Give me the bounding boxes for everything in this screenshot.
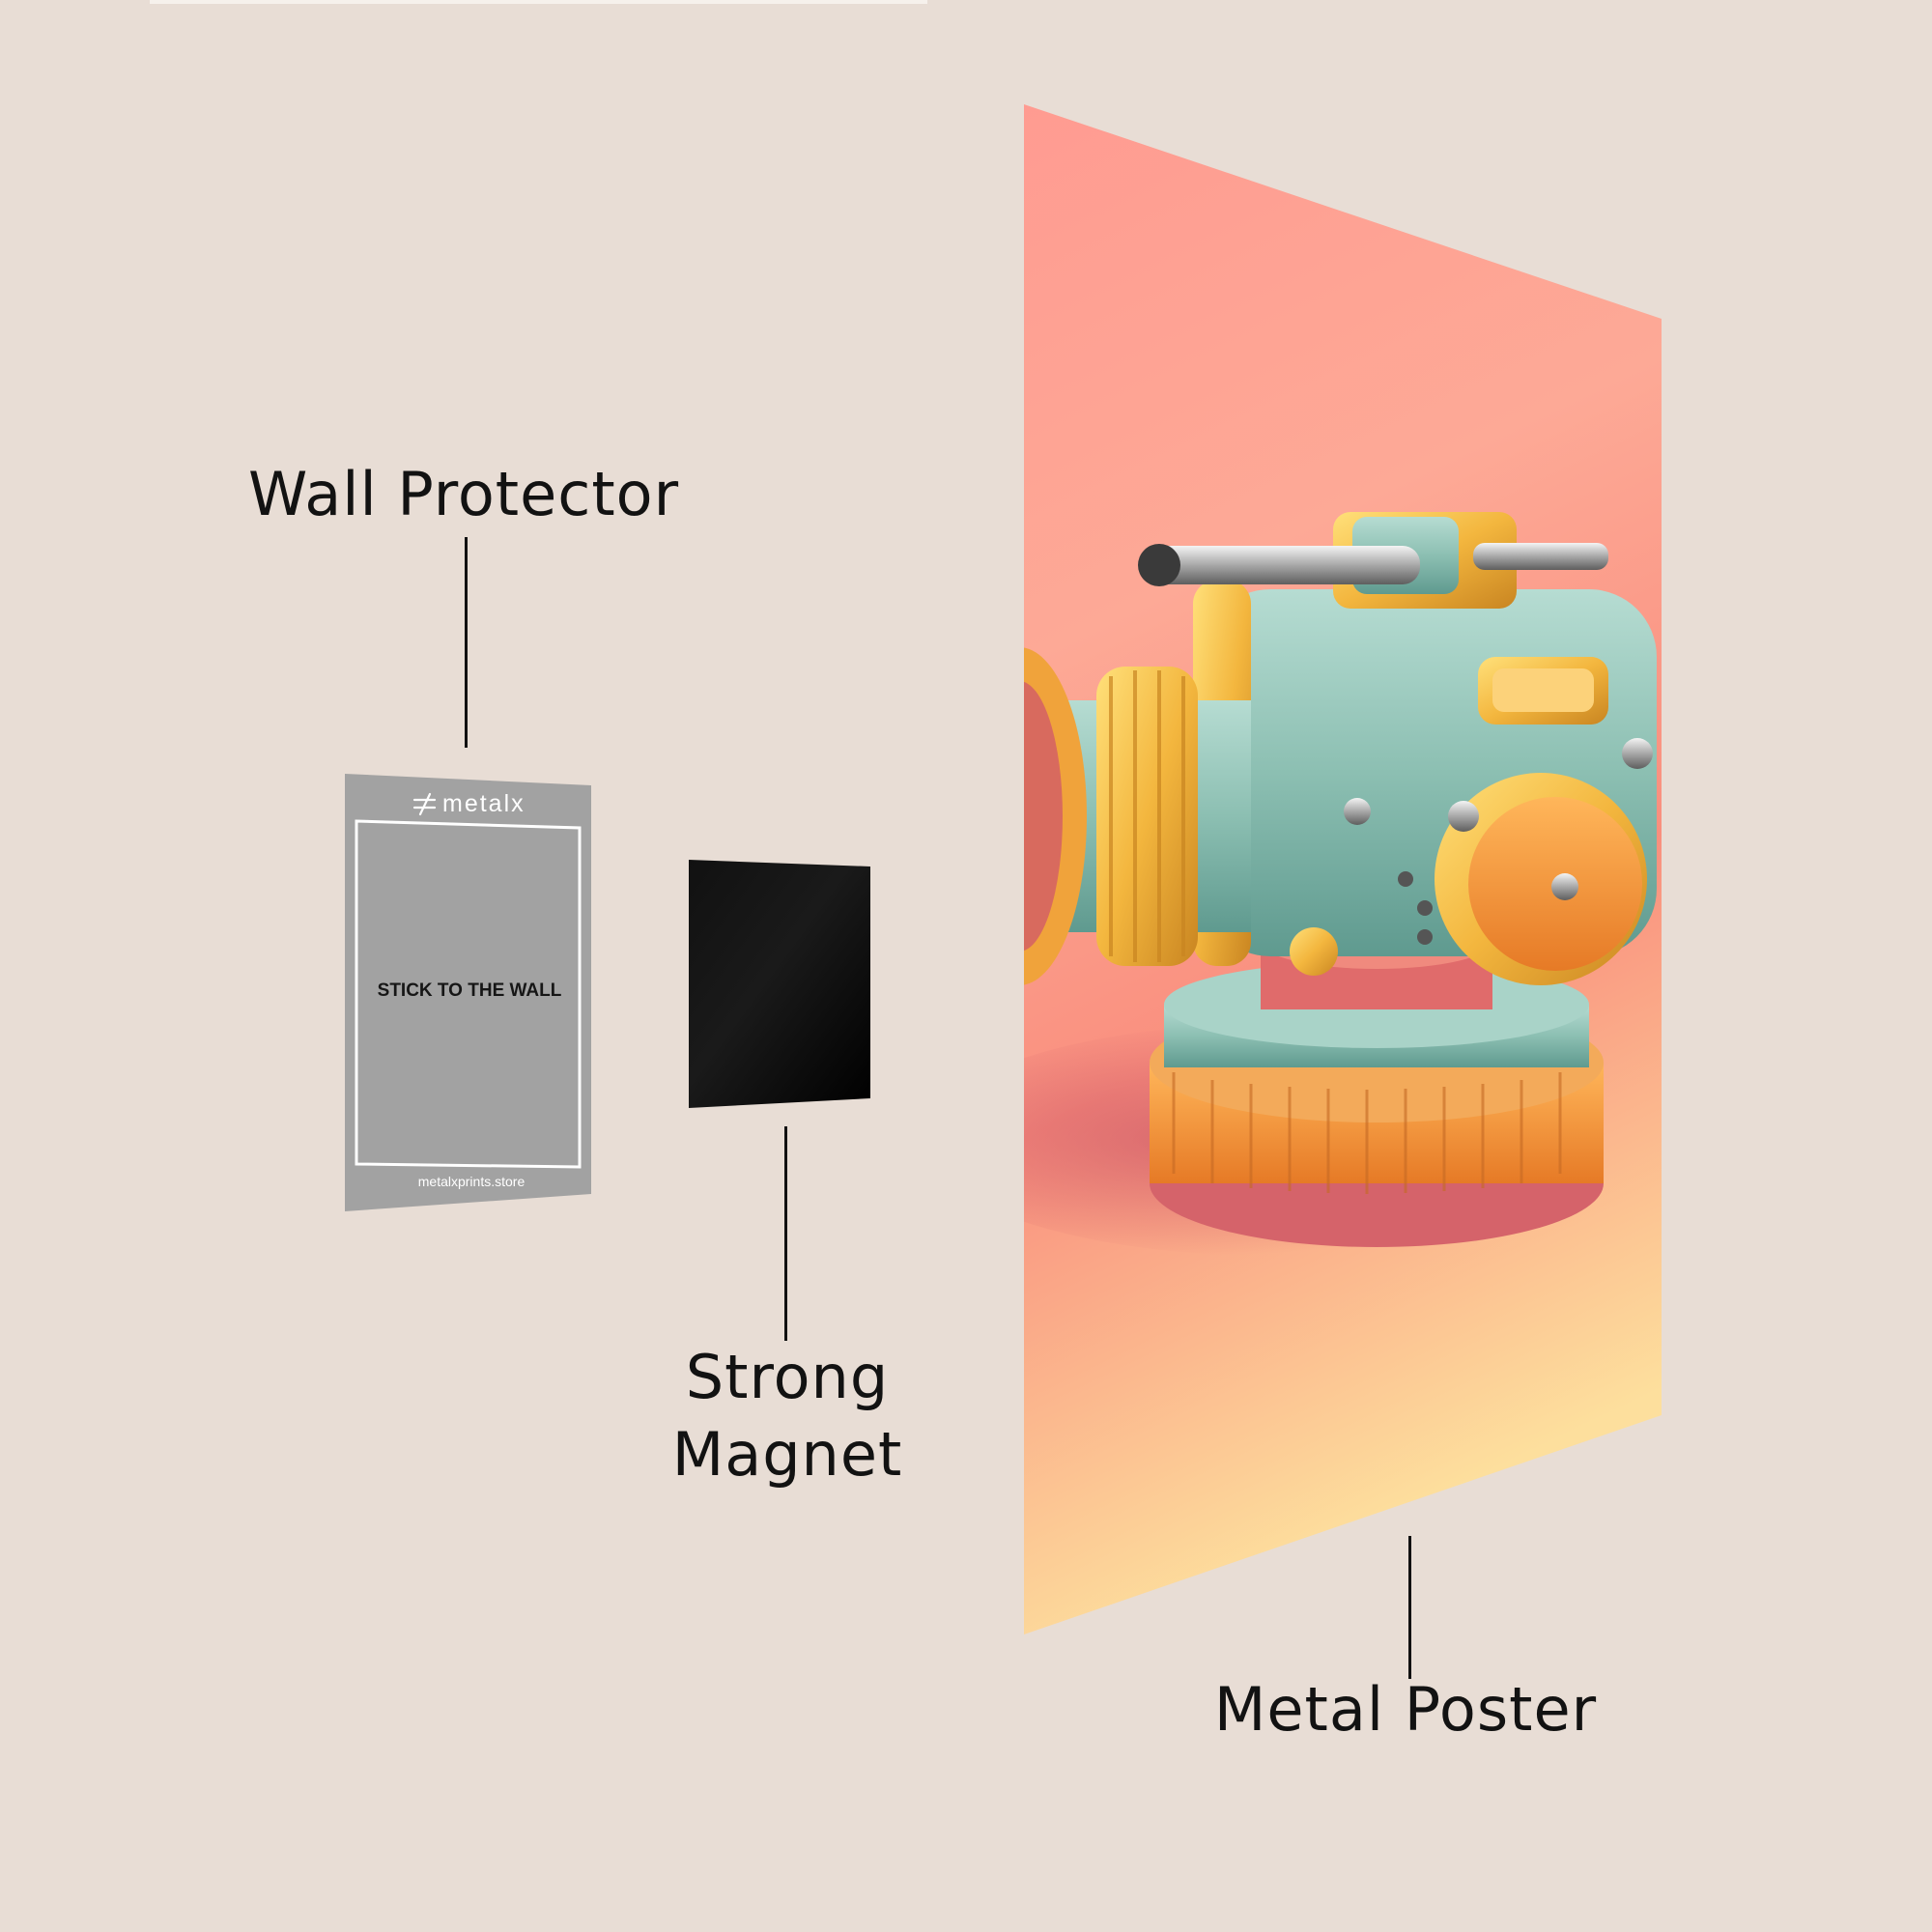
wall-protector-label: Wall Protector [247, 459, 680, 529]
poster-artwork-device [1024, 512, 1657, 1256]
metal-poster [1024, 104, 1662, 1634]
strong-magnet-label-line-1: Strong [685, 1342, 890, 1412]
strong-magnet [689, 860, 870, 1108]
strong-magnet-label: Strong Magnet [638, 1339, 937, 1493]
strong-magnet-leader-line [784, 1126, 787, 1341]
wall-protector-card: metalx STICK TO THE WALL metalxprints.st… [345, 774, 591, 1211]
metal-poster-label: Metal Poster [1213, 1674, 1598, 1745]
metalx-logo-icon [412, 792, 437, 816]
card-website-text: metalxprints.store [418, 1174, 526, 1189]
card-instruction-text: STICK TO THE WALL [378, 980, 562, 1001]
card-brand-text: metalx [442, 790, 526, 817]
metal-poster-leader-line [1408, 1536, 1411, 1679]
wall-protector-leader-line [465, 537, 468, 748]
top-edge-strip [150, 0, 927, 4]
strong-magnet-label-line-2: Magnet [671, 1419, 903, 1490]
